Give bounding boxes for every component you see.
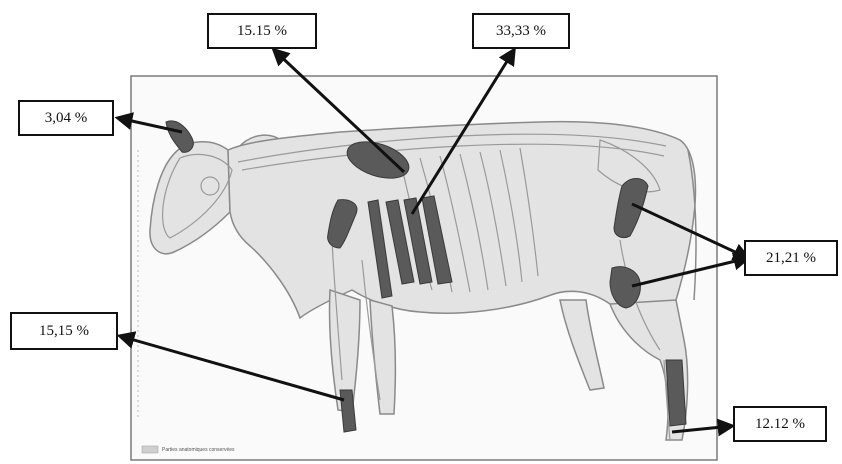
legend-swatch xyxy=(142,446,158,453)
label-horn: 3,04 % xyxy=(18,100,114,136)
label-scapula: 15.15 % xyxy=(207,13,317,49)
legend-text: Parties anatomiques conservées xyxy=(162,447,235,453)
label-ribs: 33,33 % xyxy=(472,13,570,49)
label-hind-leg: 21,21 % xyxy=(744,240,838,276)
label-fore-foot: 15,15 % xyxy=(10,312,118,350)
hind-metapodial-bone xyxy=(666,360,686,426)
label-hind-foot: 12.12 % xyxy=(733,406,827,442)
